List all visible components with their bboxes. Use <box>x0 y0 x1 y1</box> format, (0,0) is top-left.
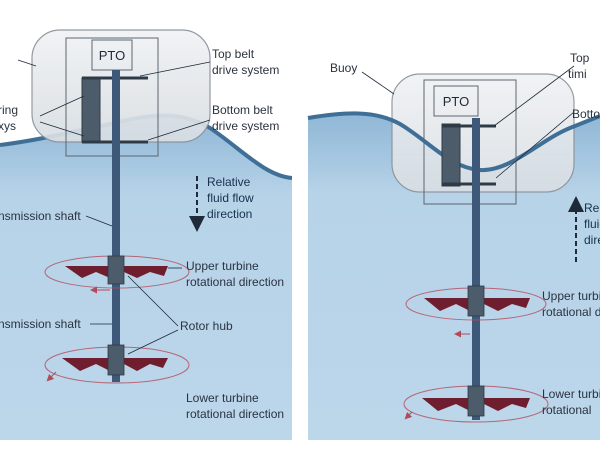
right-top-label-2: timi <box>568 67 587 81</box>
left-bottom-belt-label-1: Bottom belt <box>212 103 273 117</box>
left-flow-label-1: Relative <box>207 175 251 189</box>
left-pto-label: PTO <box>99 48 126 63</box>
right-leader-buoy <box>361 71 395 95</box>
left-flow-label-2: fluid flow <box>207 191 254 205</box>
right-flow-label-3: direc <box>584 233 600 247</box>
right-pto-box <box>433 85 479 117</box>
right-lower-rotation-arrow <box>404 411 413 420</box>
right-buoy-label: Buoy <box>330 61 357 75</box>
right-lower-rotor-hub <box>467 385 485 417</box>
left-top-belt-label-1: Top belt <box>212 47 255 61</box>
left-leader-top-belt <box>139 61 211 77</box>
left-shaft-label-lower: nsmission shaft <box>0 317 81 331</box>
left-upper-turbine-label-1: Upper turbine <box>186 259 259 273</box>
right-leader-bottom <box>495 111 575 179</box>
left-flow-label-3: direction <box>207 207 252 221</box>
left-leader-bearing-2 <box>39 121 85 137</box>
right-lower-turbine-label-2: rotational <box>542 403 591 417</box>
left-lower-turbine-label-2: rotational direction <box>186 407 284 421</box>
right-upper-turbine-label-2: rotational d <box>542 305 600 319</box>
right-bottom-label: Botto <box>572 107 600 121</box>
left-leader-bottom-belt <box>147 119 211 141</box>
right-flow-label-1: Rela <box>584 201 600 215</box>
right-pto-frame <box>423 79 517 205</box>
left-leader-hub-1 <box>127 275 179 327</box>
left-bottom-belt-label-2: drive system <box>212 119 279 133</box>
right-top-label-1: Top <box>570 51 590 65</box>
left-top-belt-label-2: drive system <box>212 63 279 77</box>
right-leader-top <box>493 65 575 127</box>
left-lower-rotor-hub <box>107 344 125 376</box>
left-upper-turbine-label-2: rotational direction <box>186 275 284 289</box>
right-flow-label-2: fluid <box>584 217 600 231</box>
left-rotor-hub-label: Rotor hub <box>180 319 233 333</box>
right-pto-label: PTO <box>443 94 470 109</box>
panel-divider <box>292 0 308 460</box>
right-panel: PTO Buoy Top timi Botto Rela fluid direc… <box>307 51 600 440</box>
right-lower-turbine-label-1: Lower turbi <box>542 387 600 401</box>
left-lower-turbine-label-1: Lower turbine <box>186 391 259 405</box>
right-upper-rotor-hub <box>467 285 485 317</box>
left-leader-buoy <box>17 59 37 67</box>
left-leader-bearing-1 <box>39 95 85 117</box>
left-shaft-label-upper: nsmission shaft <box>0 209 81 223</box>
bottom-margin <box>0 440 600 460</box>
right-upper-turbine-label-1: Upper turbi <box>542 289 600 303</box>
right-transmission-shaft <box>472 118 480 420</box>
left-belt-housing <box>81 77 101 143</box>
left-transmission-shaft <box>112 70 120 382</box>
left-panel: PTO Top belt drive system Bottom <box>0 0 293 440</box>
left-lower-rotation-arrow <box>46 371 57 382</box>
right-water <box>308 113 600 440</box>
right-belt-housing <box>441 123 461 187</box>
left-bearing-label-1: ring <box>0 103 18 117</box>
right-buoy <box>391 73 575 193</box>
left-upper-rotor-hub <box>107 255 125 285</box>
left-buoy <box>31 29 211 143</box>
left-leader-hub-2 <box>127 329 179 355</box>
left-bearing-label-2: xys <box>0 119 16 133</box>
left-leader-shaft-upper <box>85 215 113 227</box>
